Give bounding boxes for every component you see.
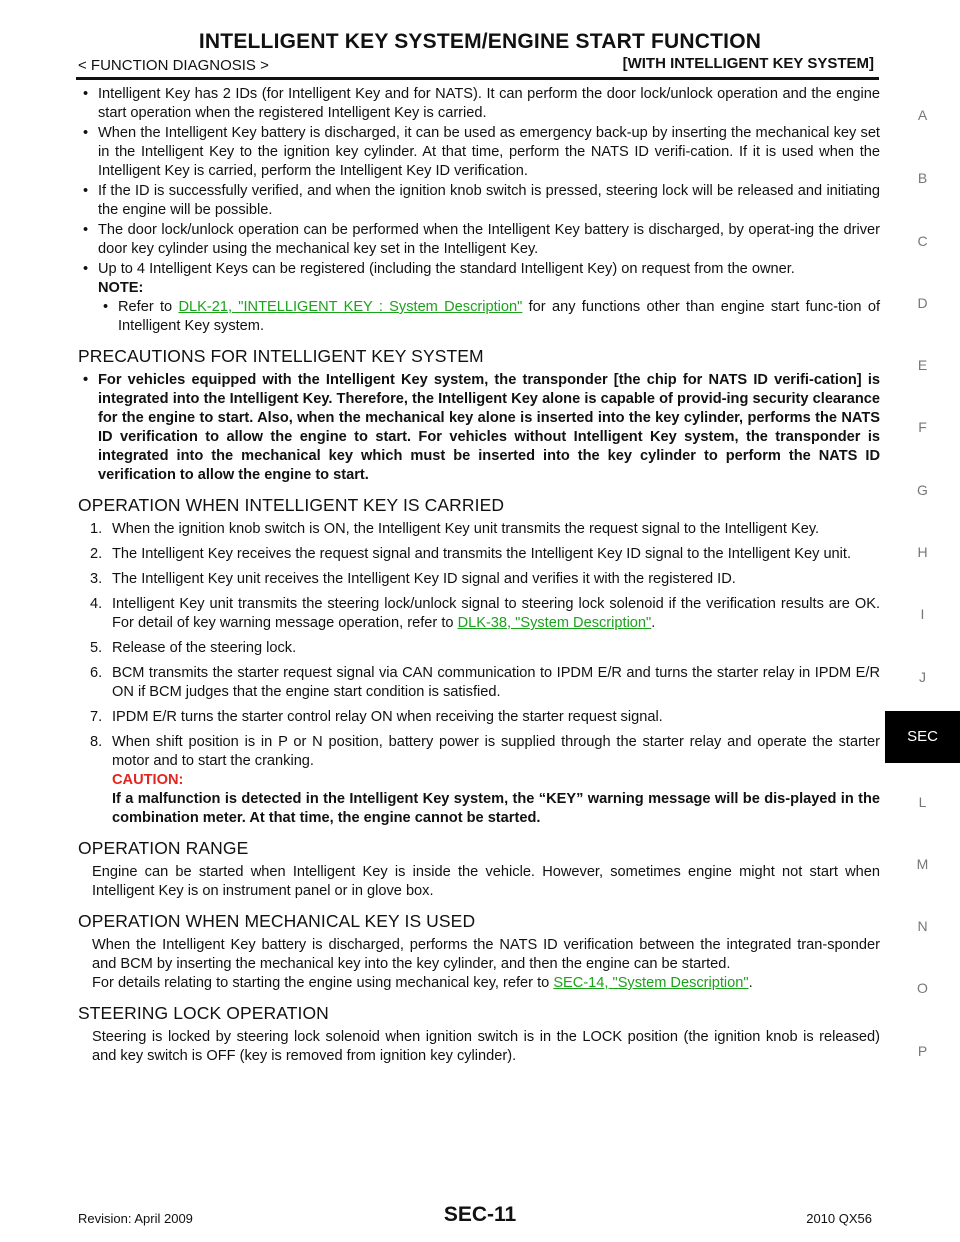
note-label: NOTE: [98,280,144,296]
intro-bullet: Intelligent Key has 2 IDs (for Intellige… [78,85,880,123]
footer-revision: Revision: April 2009 [78,1211,193,1226]
footer-page-number: SEC-11 [443,1203,517,1226]
mechanical-key-ref-prefix: For details relating to starting the eng… [92,975,554,991]
step-number: 6. [90,665,103,681]
step-text: The Intelligent Key receives the request… [112,546,852,562]
side-index-c[interactable]: C [917,233,928,249]
side-index-p[interactable]: P [917,1043,928,1059]
link-dlk-21[interactable]: DLK-21, "INTELLIGENT KEY : System Descri… [178,299,523,315]
page-title: INTELLIGENT KEY SYSTEM/ENGINE START FUNC… [198,30,762,53]
side-index-e[interactable]: E [917,357,928,373]
side-index-sec-active[interactable]: SEC [885,711,960,763]
intro-bullet: When the Intelligent Key battery is disc… [78,124,880,181]
operation-step: 3. The Intelligent Key unit receives the … [78,570,880,589]
heading-operation-carried: OPERATION WHEN INTELLIGENT KEY IS CARRIE… [78,495,505,515]
step-text: IPDM E/R turns the starter control relay… [112,709,663,725]
heading-precautions: PRECAUTIONS FOR INTELLIGENT KEY SYSTEM [78,346,484,366]
side-index-i[interactable]: I [920,606,925,622]
operation-step: 8. When shift position is in P or N posit… [78,733,880,828]
step-text: BCM transmits the starter request signal… [112,665,880,700]
precautions-text: For vehicles equipped with the Intellige… [78,371,880,485]
side-index-h[interactable]: H [917,544,928,560]
step-number: 3. [90,571,103,587]
side-index-m[interactable]: M [916,856,929,872]
caution-text: If a malfunction is detected in the Inte… [112,791,880,826]
step-text: When shift position is in P or N positio… [112,734,880,769]
step-number: 2. [90,546,103,562]
intro-bullet: If the ID is successfully verified, and … [78,182,880,220]
step-text-after: . [651,615,656,631]
step-number: 7. [90,709,103,725]
side-index-d[interactable]: D [917,295,928,311]
side-index: A B C D E F G H I J SEC L M N O P [870,0,960,1242]
operation-step: 6. BCM transmits the starter request sign… [78,664,880,702]
operation-step: 5. Release of the steering lock. [78,639,880,658]
side-index-a[interactable]: A [917,107,928,123]
operation-step: 4. Intelligent Key unit transmits the ste… [78,595,880,633]
precautions-list: For vehicles equipped with the Intellige… [78,371,880,485]
section-variant: [WITH INTELLIGENT KEY SYSTEM] [622,55,874,72]
side-index-f[interactable]: F [918,419,927,435]
link-sec-14[interactable]: SEC-14, "System Description" [553,975,749,991]
step-number: 1. [90,521,103,537]
heading-mechanical-key: OPERATION WHEN MECHANICAL KEY IS USED [78,911,476,931]
step-text: When the ignition knob switch is ON, the… [112,521,820,537]
heading-operation-range: OPERATION RANGE [78,838,249,858]
note-prefix: Refer to [118,299,179,315]
step-number: 5. [90,640,103,656]
operation-step: 2. The Intelligent Key receives the reque… [78,545,880,564]
page-content: Intelligent Key has 2 IDs (for Intellige… [78,85,880,1066]
step-number: 8. [90,734,103,750]
mechanical-key-text: When the Intelligent Key battery is disc… [92,937,880,972]
heading-steering-lock: STEERING LOCK OPERATION [78,1003,329,1023]
side-index-g[interactable]: G [917,482,928,498]
side-index-o[interactable]: O [917,980,928,996]
note-item: Refer to DLK-21, "INTELLIGENT KEY : Syst… [98,298,880,336]
operation-range-text: Engine can be started when Intelligent K… [92,864,880,899]
link-dlk-38[interactable]: DLK-38, "System Description" [457,615,652,631]
mechanical-key-ref: For details relating to starting the eng… [78,974,880,993]
operation-step: 7. IPDM E/R turns the starter control rel… [78,708,880,727]
intro-bullet: The door lock/unlock operation can be pe… [78,221,880,259]
operation-steps: 1. When the ignition knob switch is ON, t… [78,520,880,828]
step-text: Intelligent Key unit transmits the steer… [112,596,880,631]
steering-lock-text: Steering is locked by steering lock sole… [92,1029,880,1064]
intro-bullet: Up to 4 Intelligent Keys can be register… [78,260,880,336]
side-index-n[interactable]: N [917,918,928,934]
side-index-l[interactable]: L [918,794,927,810]
side-index-b[interactable]: B [917,170,928,186]
footer-model: 2010 QX56 [806,1211,872,1226]
note-suffix: for any functions other than engine star… [118,299,881,334]
step-text: The Intelligent Key unit receives the In… [112,571,736,587]
caution-label: CAUTION: [112,772,184,788]
side-index-j[interactable]: J [919,669,926,685]
operation-step: 1. When the ignition knob switch is ON, t… [78,520,880,539]
intro-bullets: Intelligent Key has 2 IDs (for Intellige… [78,85,880,336]
section-category: < FUNCTION DIAGNOSIS > [78,57,269,74]
header-rule [76,77,879,80]
intro-bullet-text: Up to 4 Intelligent Keys can be register… [98,261,795,277]
step-text: Release of the steering lock. [112,640,297,656]
mechanical-key-ref-suffix: . [748,975,753,991]
step-number: 4. [90,596,103,612]
